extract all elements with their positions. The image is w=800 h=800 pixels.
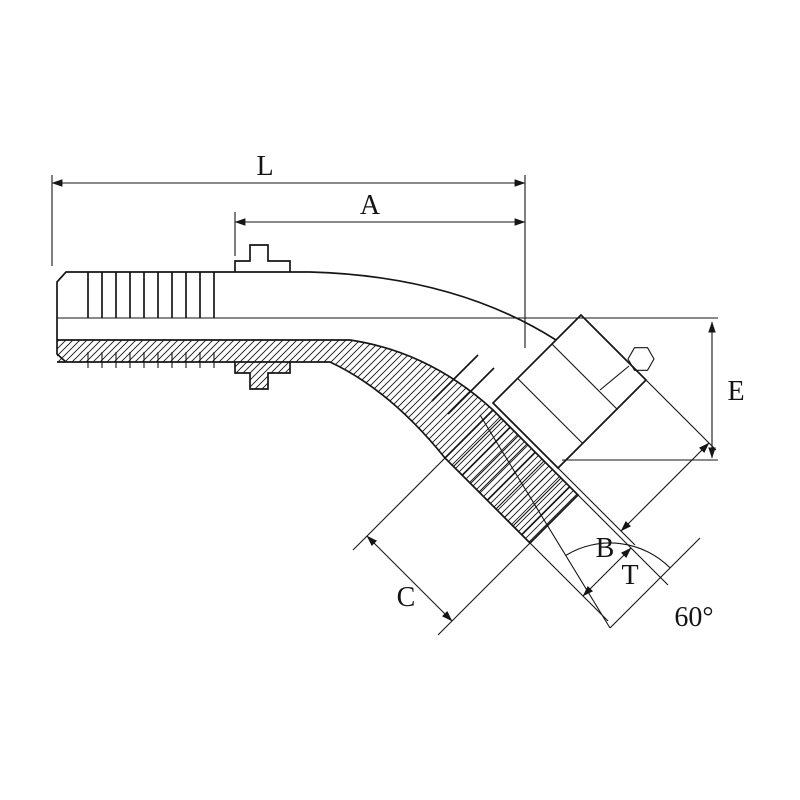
- dimension-T: T: [529, 494, 669, 622]
- tail-ribs-section: [87, 352, 215, 368]
- dim-T-ext-lines: [529, 494, 669, 622]
- neck-collar-lines: [431, 354, 495, 415]
- dim-label-B: B: [596, 533, 615, 564]
- dimension-A: A: [234, 190, 526, 256]
- stop-collar-section: [234, 362, 291, 390]
- dim-label-A: A: [360, 190, 381, 221]
- nut-facet-lines: [517, 343, 618, 444]
- fitting-body: [56, 244, 718, 545]
- dim-label-E: E: [727, 376, 744, 407]
- section-wall-hatch: [57, 340, 493, 458]
- hexagon-icon: [627, 347, 655, 371]
- hexagon-leader-line: [599, 365, 630, 391]
- stop-collar-section-hatch: [235, 362, 290, 389]
- dim-T-line: [582, 547, 632, 597]
- dim-label-C: C: [397, 582, 416, 613]
- bore-line: [57, 339, 494, 411]
- dim-B-ext-lines: [557, 379, 717, 546]
- dimension-E: E: [562, 321, 745, 461]
- cone-angle-arc: [565, 542, 671, 569]
- dim-label-T: T: [621, 560, 638, 591]
- lower-outer-edge: [57, 361, 446, 459]
- dim-C-ext-lines: [352, 457, 531, 636]
- bend-outer-curve: [309, 271, 557, 341]
- dimension-L: L: [51, 151, 526, 348]
- dim-B-line: [620, 442, 710, 532]
- dimension-B: B: [557, 379, 717, 564]
- cone-angle-lines: [479, 414, 701, 629]
- tail-ribs: [87, 272, 215, 318]
- dimension-cone-angle: 60°: [479, 414, 714, 633]
- dim-label-L: L: [256, 151, 273, 182]
- dim-C-line: [366, 535, 453, 622]
- stop-collar-top: [234, 244, 291, 272]
- dim-label-cone-angle: 60°: [674, 602, 713, 633]
- dimension-C: C: [352, 457, 531, 636]
